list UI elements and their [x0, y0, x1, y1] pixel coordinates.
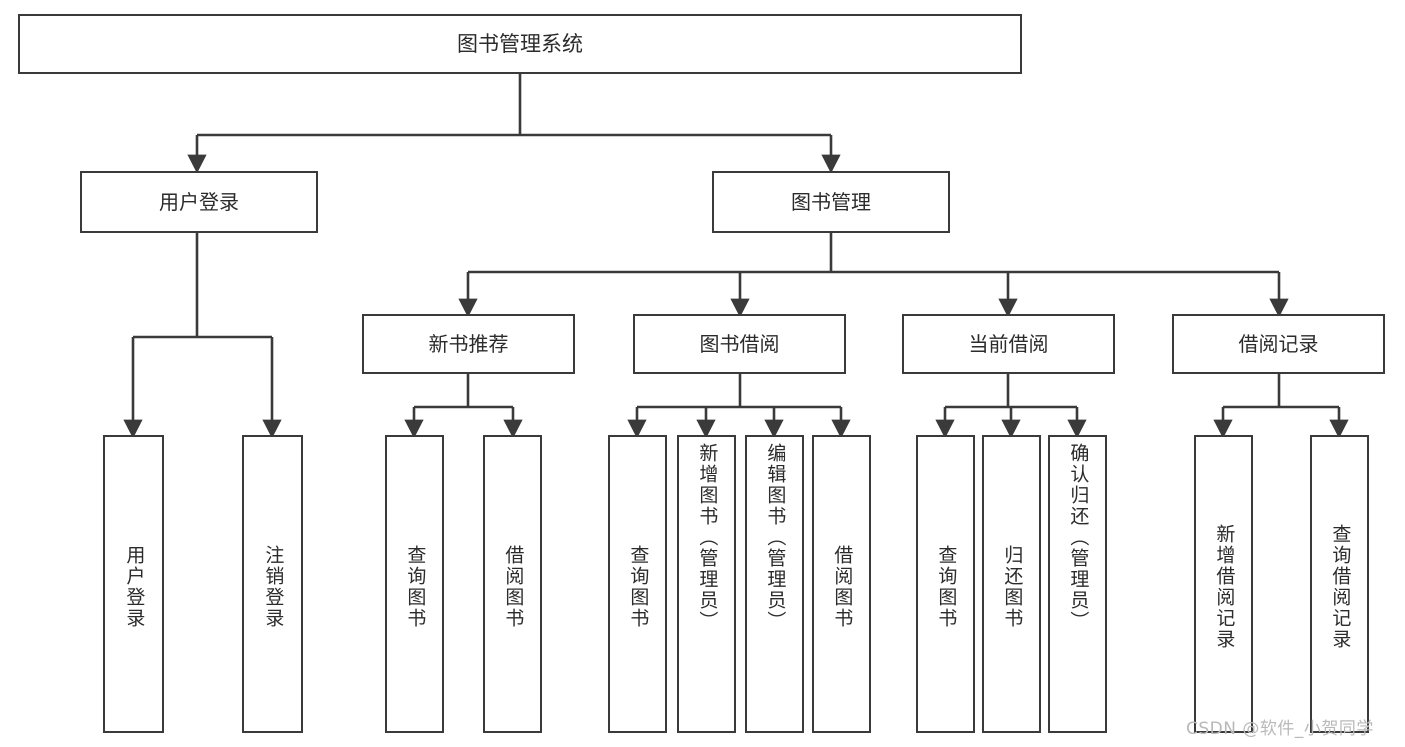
node-label: 查询图书	[627, 545, 650, 629]
node-label: 查询图书	[404, 545, 427, 629]
node-borrow-record[interactable]: 借阅记录	[1172, 314, 1385, 374]
node-label: 编辑图书（管理员）	[764, 443, 787, 632]
node-label: 新增图书（管理员）	[696, 443, 719, 632]
node-book-borrow[interactable]: 图书借阅	[633, 314, 846, 374]
node-label: 新增借阅记录	[1213, 524, 1236, 650]
node-leaf-add-record[interactable]: 新增借阅记录	[1194, 435, 1253, 733]
node-current-borrow[interactable]: 当前借阅	[902, 314, 1115, 374]
node-leaf-borrow-book-1[interactable]: 借阅图书	[483, 435, 542, 733]
node-label: 当前借阅	[968, 331, 1049, 356]
node-label: 借阅图书	[502, 545, 525, 629]
node-leaf-logout[interactable]: 注销登录	[242, 435, 303, 733]
csdn-watermark: CSDN @软件_小贺同学	[1186, 719, 1374, 739]
node-label: 查询借阅记录	[1329, 524, 1352, 650]
node-leaf-confirm-return[interactable]: 确认归还（管理员）	[1048, 435, 1107, 733]
node-leaf-query-book-3[interactable]: 查询图书	[916, 435, 975, 733]
node-leaf-user-login[interactable]: 用户登录	[103, 435, 164, 733]
node-label: 注销登录	[262, 545, 285, 629]
node-root-system[interactable]: 图书管理系统	[18, 14, 1022, 74]
node-label: 图书管理	[791, 189, 871, 214]
node-leaf-add-book[interactable]: 新增图书（管理员）	[677, 435, 736, 733]
node-label: 确认归还（管理员）	[1067, 443, 1090, 632]
node-user-login[interactable]: 用户登录	[80, 171, 318, 233]
node-label: 查询图书	[935, 545, 958, 629]
node-label: 新书推荐	[428, 331, 509, 356]
node-leaf-return-book[interactable]: 归还图书	[982, 435, 1041, 733]
node-leaf-query-record[interactable]: 查询借阅记录	[1310, 435, 1369, 733]
node-label: 用户登录	[123, 545, 146, 629]
node-label: 归还图书	[1001, 545, 1024, 629]
node-label: 图书借阅	[699, 331, 780, 356]
node-leaf-edit-book[interactable]: 编辑图书（管理员）	[745, 435, 804, 733]
node-label: 用户登录	[159, 189, 239, 214]
node-leaf-query-book-2[interactable]: 查询图书	[608, 435, 667, 733]
node-label: 图书管理系统	[457, 31, 583, 56]
node-new-book-rec[interactable]: 新书推荐	[362, 314, 575, 374]
node-leaf-query-book-1[interactable]: 查询图书	[385, 435, 444, 733]
node-leaf-borrow-book-2[interactable]: 借阅图书	[812, 435, 871, 733]
node-book-manage[interactable]: 图书管理	[712, 171, 950, 233]
node-label: 借阅图书	[831, 545, 854, 629]
node-label: 借阅记录	[1238, 331, 1319, 356]
